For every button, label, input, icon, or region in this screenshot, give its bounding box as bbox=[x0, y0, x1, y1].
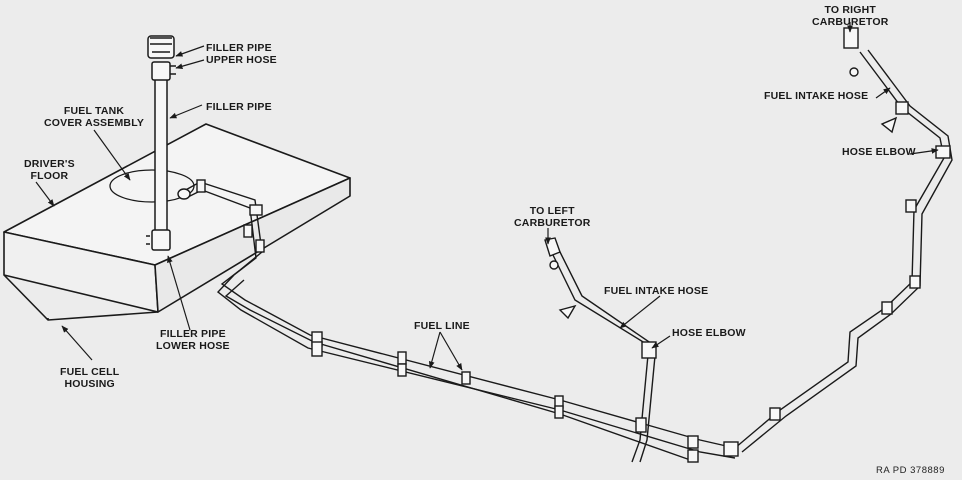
label-fuel-line: FUEL LINE bbox=[414, 320, 470, 332]
right-carburetor-branch bbox=[723, 27, 953, 457]
label-fuel-tank-cover-assembly: FUEL TANK COVER ASSEMBLY bbox=[44, 105, 145, 129]
label-filler-pipe-upper-hose: FILLER PIPE UPPER HOSE bbox=[206, 42, 277, 66]
label-filler-pipe: FILLER PIPE bbox=[206, 101, 272, 113]
label-drivers-floor: DRIVER'S FLOOR bbox=[24, 158, 75, 182]
reference-code: RA PD 378889 bbox=[876, 465, 945, 476]
label-hose-elbow-right: HOSE ELBOW bbox=[842, 146, 916, 158]
leader-lines bbox=[35, 22, 939, 371]
label-fuel-intake-hose-left: FUEL INTAKE HOSE bbox=[604, 285, 709, 297]
label-to-right-carburetor: TO RIGHT CARBURETOR bbox=[812, 4, 889, 28]
fuel-tank-body bbox=[3, 123, 351, 321]
filler-pipe bbox=[146, 35, 176, 251]
label-hose-elbow-left: HOSE ELBOW bbox=[672, 327, 746, 339]
label-filler-pipe-lower-hose: FILLER PIPE LOWER HOSE bbox=[156, 328, 230, 352]
tank-outlet-pipes bbox=[177, 179, 265, 276]
left-carburetor-branch bbox=[544, 237, 657, 463]
fuel-line-main bbox=[216, 269, 736, 463]
label-fuel-intake-hose-right: FUEL INTAKE HOSE bbox=[764, 90, 869, 102]
label-to-left-carburetor: TO LEFT CARBURETOR bbox=[514, 205, 591, 229]
label-fuel-cell-housing: FUEL CELL HOUSING bbox=[60, 366, 120, 390]
